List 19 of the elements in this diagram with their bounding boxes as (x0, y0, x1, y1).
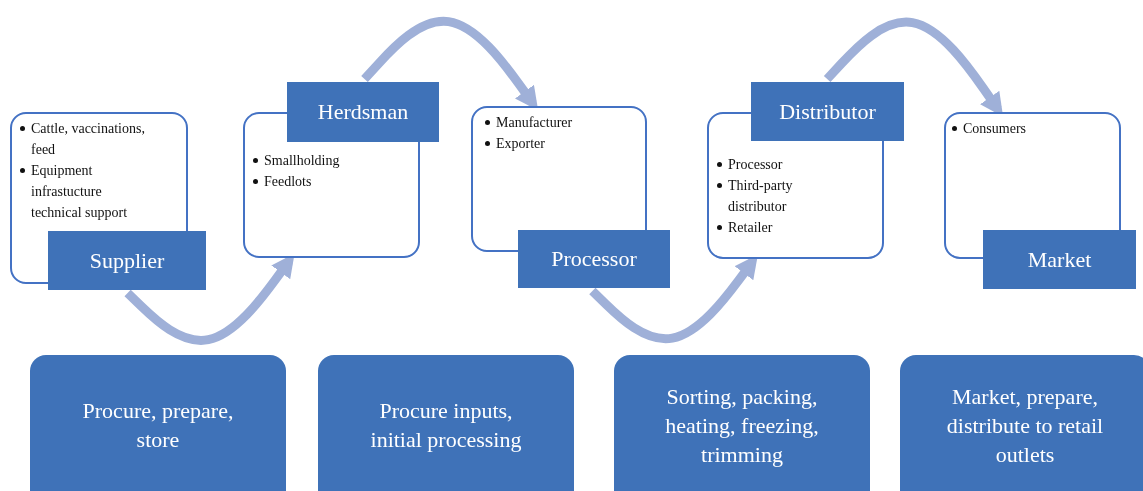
activity-box: Procure, prepare, store (30, 355, 286, 491)
stage-label: Herdsman (287, 82, 439, 142)
activity-box: Sorting, packing, heating, freezing, trimming (614, 355, 870, 491)
stage-label: Market (983, 230, 1136, 289)
stage-label: Distributor (751, 82, 904, 141)
activity-box: Procure inputs, initial processing (318, 355, 574, 491)
bullet-text: Consumers (963, 120, 1026, 138)
stage-label: Processor (518, 230, 670, 288)
bullet-text: Feedlots (264, 173, 312, 191)
bullet-text: Retailer (728, 219, 773, 237)
stage-label: Supplier (48, 231, 206, 290)
bullet-text: Cattle, vaccinations, feed (31, 120, 146, 159)
bullet-text: Manufacturer (496, 114, 573, 132)
bullet-text: Third-party distributor (728, 177, 794, 216)
activity-box: Market, prepare, distribute to retail outlets (900, 355, 1143, 491)
bullet-text: Processor (728, 156, 783, 174)
bullet-text: Smallholding (264, 152, 340, 170)
bullet-text: Exporter (496, 135, 545, 153)
bullet-text: Equipment infrastucture technical support (31, 162, 129, 222)
